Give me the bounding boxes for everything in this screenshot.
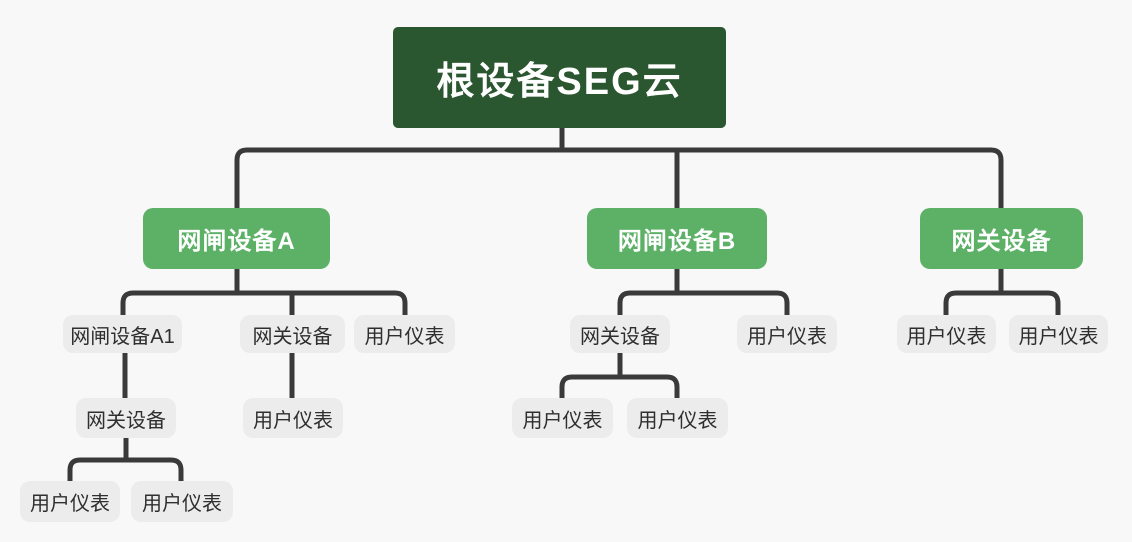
connector-b-gateway-bar: [559, 374, 680, 400]
tree-node-a1-gw-meter-2[interactable]: 用户仪表: [131, 481, 233, 522]
tree-node-a-gateway-meter[interactable]: 用户仪表: [243, 398, 343, 438]
tree-node-branch-a[interactable]: 网闸设备A: [143, 208, 330, 269]
tree-node-branch-b[interactable]: 网闸设备B: [587, 208, 767, 269]
tree-node-b-gw-meter-2[interactable]: 用户仪表: [627, 398, 728, 438]
tree-node-c-meter-1[interactable]: 用户仪表: [897, 315, 996, 353]
tree-node-a1-gw-meter-1[interactable]: 用户仪表: [20, 481, 120, 522]
tree-node-a1-gateway[interactable]: 网关设备: [76, 398, 176, 438]
tree-node-b-gateway[interactable]: 网关设备: [570, 315, 670, 353]
tree-node-a1[interactable]: 网闸设备A1: [63, 315, 182, 353]
tree-node-b-gw-meter-1[interactable]: 用户仪表: [512, 398, 613, 438]
tree-node-c-meter-2[interactable]: 用户仪表: [1009, 315, 1108, 353]
connector-root-bar: [234, 147, 1004, 210]
tree-node-branch-c[interactable]: 网关设备: [920, 208, 1083, 269]
tree-node-a-gateway[interactable]: 网关设备: [240, 315, 345, 353]
tree-node-b-meter[interactable]: 用户仪表: [737, 315, 837, 353]
connector-a1-gateway-bar: [67, 457, 184, 483]
tree-node-root[interactable]: 根设备SEG云: [393, 27, 726, 128]
tree-node-a-meter[interactable]: 用户仪表: [354, 315, 455, 353]
connector-a-bar: [120, 290, 408, 317]
connector-b-bar: [617, 290, 790, 317]
connector-c-bar: [943, 290, 1061, 317]
